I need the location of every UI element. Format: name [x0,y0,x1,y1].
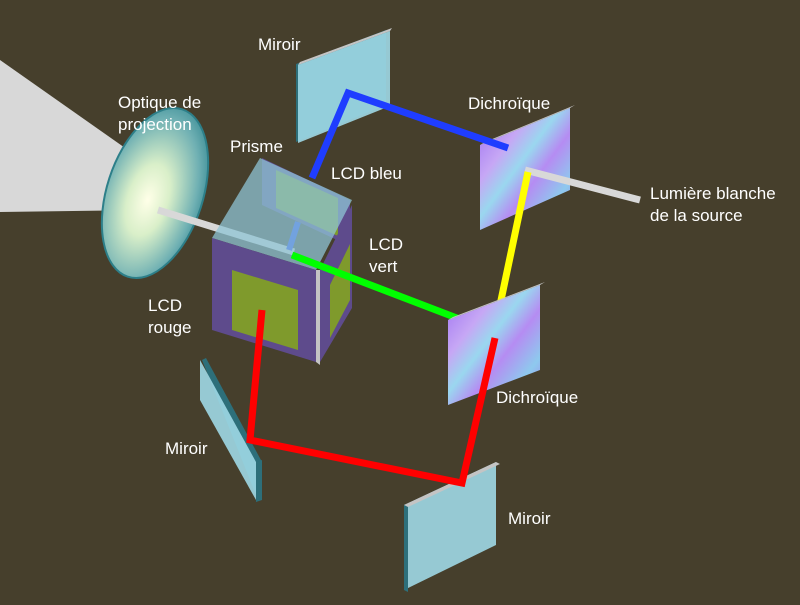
label-prisme: Prisme [230,137,283,156]
white-beam-source [524,166,641,204]
label-dichroique-bottom: Dichroïque [496,388,579,407]
mirror-left [200,358,262,502]
yellow-beam [496,171,532,306]
blue-beam [308,88,510,180]
label-miroir-top: Miroir [258,35,301,54]
mirror-top [296,28,392,143]
label-lcd-rouge-line1: LCD [148,296,183,315]
label-miroir-left: Miroir [165,439,208,458]
label-optique-line2: projection [118,115,192,134]
red-beam [246,309,499,488]
label-lcd-bleu: LCD bleu [331,164,402,183]
label-miroir-bottom: Miroir [508,509,551,528]
projection-lens [100,107,210,279]
label-lcd-vert-line1: LCD [369,235,404,254]
label-lcd-vert-line2: vert [369,257,398,276]
prism-cube [212,158,352,365]
dichroic-top [480,105,575,230]
label-dichroique-top: Dichroïque [468,94,551,113]
label-lumiere-line1: Lumière blanche [650,184,776,203]
label-optique-line1: Optique de [118,93,202,112]
label-lumiere-line2: de la source [650,206,743,225]
label-lcd-rouge-line2: rouge [148,318,192,337]
green-beam [290,251,464,324]
